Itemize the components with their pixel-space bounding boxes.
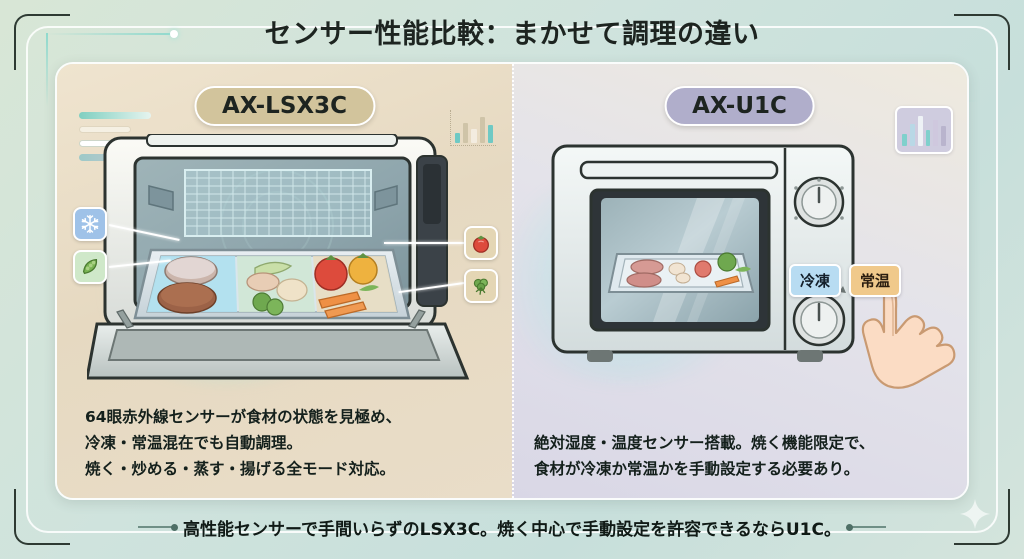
panel-u1c: AX-U1C: [512, 64, 967, 498]
leader-line-tomato: [384, 242, 464, 244]
sensor-grid: [184, 169, 372, 237]
model-badge-lsx3c: AX-LSX3C: [193, 86, 376, 126]
broccoli-icon: [464, 269, 498, 303]
title-accent-line-left: [46, 30, 178, 38]
food-tray-left: [133, 248, 411, 320]
timer-knob: [792, 283, 846, 347]
panel-lsx3c: AX-LSX3C: [57, 64, 512, 498]
description-u1c: 絶対湿度・温度センサー搭載。焼く機能限定で、 食材が冷凍か常温かを手動設定する必…: [534, 433, 875, 478]
oven-closed-u1c: [551, 144, 855, 362]
summary-accent-right: [845, 523, 886, 531]
temperature-knob: [793, 176, 845, 228]
description-lsx3c: 64眼赤外線センサーが食材の状態を見極め、 冷凍・常温混在でも自動調理。 焼く・…: [85, 407, 402, 478]
mode-button-room-temp[interactable]: 常温: [849, 264, 902, 297]
bar-chart-icon: [895, 106, 953, 154]
page-title: センサー性能比較：まかせて調理の違い: [264, 19, 760, 50]
summary-accent-left: [138, 523, 179, 531]
tomato-icon: [464, 226, 498, 260]
mode-button-frozen[interactable]: 冷凍: [789, 264, 842, 297]
pea-pod-icon: [73, 250, 107, 284]
oven-open-lsx3c: [87, 134, 470, 380]
sparkle-icon: [960, 499, 990, 529]
snowflake-icon: [73, 207, 107, 241]
comparison-card: AX-LSX3C: [55, 62, 969, 500]
summary-bar: 高性能センサーで手間いらずのLSX3C。焼く中心で手動設定を許容できるならU1C…: [55, 505, 969, 549]
mini-bar-chart-icon: [450, 110, 496, 146]
summary-text: 高性能センサーで手間いらずのLSX3C。焼く中心で手動設定を許容できるならU1C…: [183, 519, 841, 540]
food-tray-right: [607, 252, 755, 293]
model-badge-u1c: AX-U1C: [664, 86, 815, 126]
title-accent-line-vertical: [46, 33, 48, 107]
panel-divider: [512, 64, 514, 498]
